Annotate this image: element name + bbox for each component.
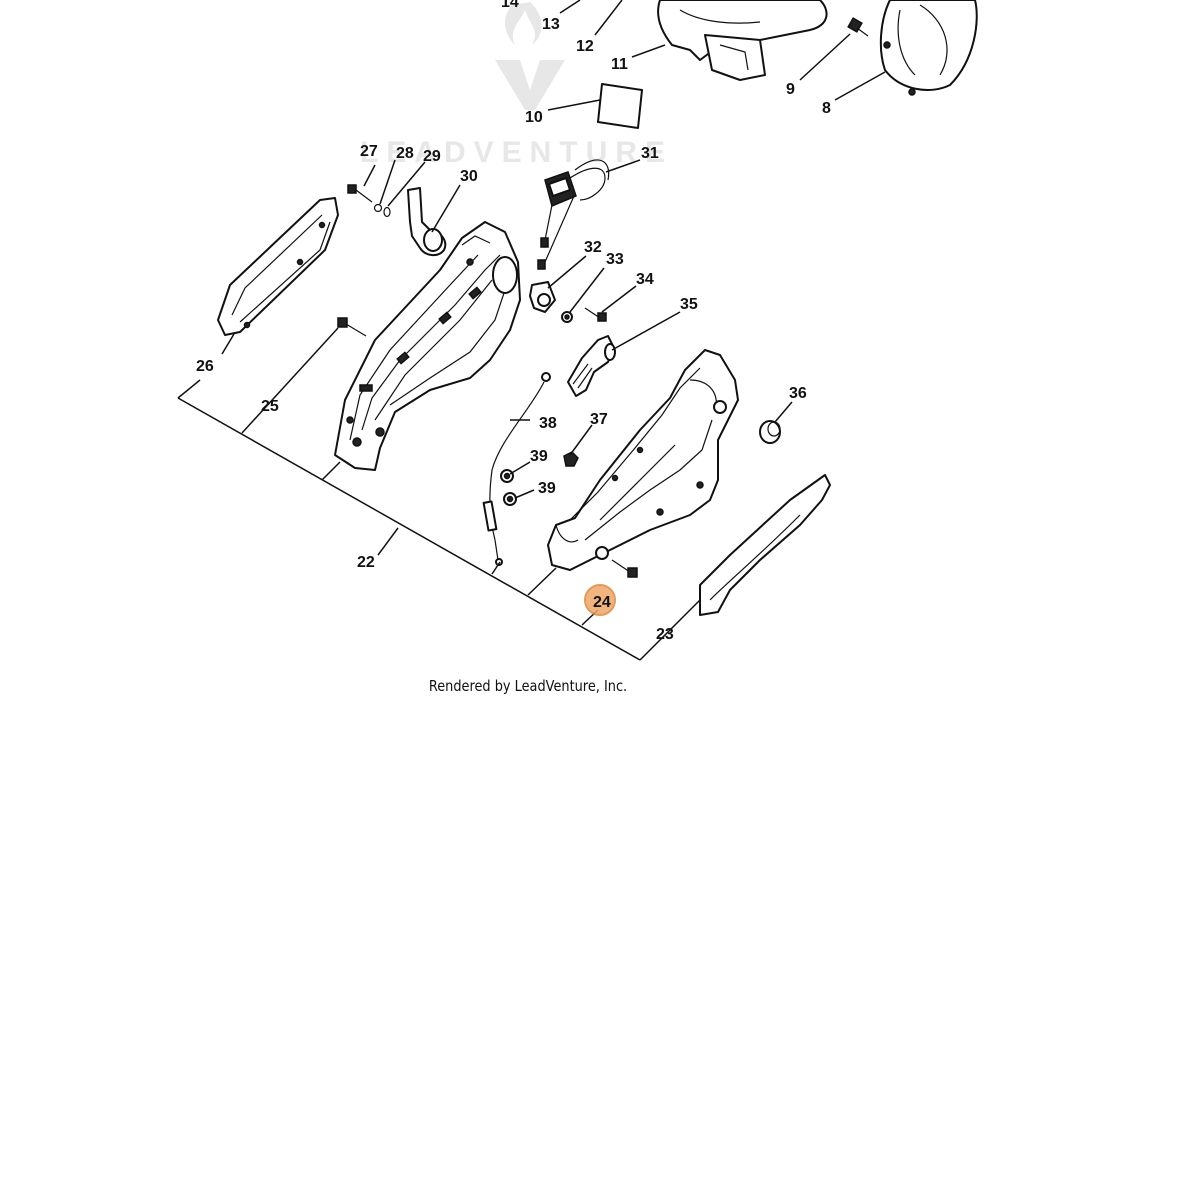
leader-36 (774, 401, 793, 423)
leader-29 (387, 161, 426, 207)
callout-39b[interactable]: 39 (538, 480, 556, 497)
reference-bracket (177, 327, 701, 661)
part-9-screw (847, 17, 869, 37)
part-28-washer (373, 203, 383, 213)
callout-27[interactable]: 27 (360, 143, 378, 160)
callout-11[interactable]: 11 (611, 56, 628, 73)
part-24-screw (611, 559, 638, 578)
leader-11 (631, 44, 666, 58)
leader-13 (559, 0, 581, 14)
callout-34[interactable]: 34 (636, 271, 654, 288)
part-39-nut-a (500, 469, 514, 483)
callout-24[interactable]: 24 (593, 594, 611, 611)
watermark-text: LEADVENTURE (360, 136, 673, 169)
part-37-nut (563, 451, 579, 467)
part-handle-right (547, 349, 739, 571)
callout-25[interactable]: 25 (261, 398, 279, 415)
callout-9[interactable]: 9 (786, 81, 795, 98)
callout-23[interactable]: 23 (656, 626, 674, 643)
callout-33[interactable]: 33 (606, 251, 624, 268)
leader-37 (569, 424, 593, 456)
part-11-housing (657, 0, 828, 81)
leader-39a (509, 461, 531, 475)
callout-30[interactable]: 30 (460, 168, 478, 185)
part-25-screw (337, 317, 367, 337)
callout-35[interactable]: 35 (680, 296, 698, 313)
leader-30 (431, 184, 461, 233)
leader-31 (605, 159, 641, 173)
part-23-grip (699, 474, 831, 616)
callout-26[interactable]: 26 (196, 358, 214, 375)
footer-credit: Rendered by LeadVenture, Inc. (428, 677, 628, 695)
callout-22[interactable]: 22 (357, 554, 375, 571)
callout-31[interactable]: 31 (641, 145, 659, 162)
callout-32[interactable]: 32 (584, 239, 602, 256)
callout-14[interactable]: 14 (501, 0, 519, 11)
part-31-switch (537, 159, 610, 270)
callout-8[interactable]: 8 (822, 100, 831, 117)
leader-10 (547, 99, 601, 111)
callout-37[interactable]: 37 (590, 411, 608, 428)
callout-13[interactable]: 13 (542, 16, 560, 33)
part-22-frame (334, 221, 521, 471)
leader-9 (799, 33, 851, 81)
part-38-cable (482, 372, 551, 566)
callout-36[interactable]: 36 (789, 385, 807, 402)
part-8-cover (879, 0, 978, 96)
part-33-nut (561, 311, 573, 323)
leader-27 (363, 164, 376, 187)
part-35-trigger (567, 335, 616, 397)
callout-38[interactable]: 38 (539, 415, 557, 432)
callout-10[interactable]: 10 (525, 109, 543, 126)
leader-32 (547, 255, 587, 289)
part-29-ring (383, 206, 391, 218)
callout-29[interactable]: 29 (423, 148, 441, 165)
part-27-screw (347, 184, 373, 203)
part-32-bushing (529, 281, 556, 313)
part-26-strip (217, 197, 339, 336)
leader-34 (601, 285, 637, 313)
leader-33 (569, 267, 605, 313)
highlight-marker[interactable] (584, 584, 616, 616)
callout-28[interactable]: 28 (396, 145, 414, 162)
leader-39b (514, 489, 535, 499)
part-30-lever (407, 187, 447, 256)
callout-12[interactable]: 12 (576, 38, 594, 55)
leader-26 (221, 333, 235, 355)
leader-35 (611, 311, 681, 351)
leader-28 (379, 159, 396, 205)
part-34-screw (584, 307, 607, 322)
callout-39a[interactable]: 39 (530, 448, 548, 465)
leader-8 (834, 71, 886, 101)
part-10-label (597, 83, 643, 129)
watermark-logo (495, 2, 565, 110)
part-36-cap (759, 420, 781, 444)
part-39-nut-b (503, 492, 517, 506)
leader-12 (594, 0, 623, 36)
